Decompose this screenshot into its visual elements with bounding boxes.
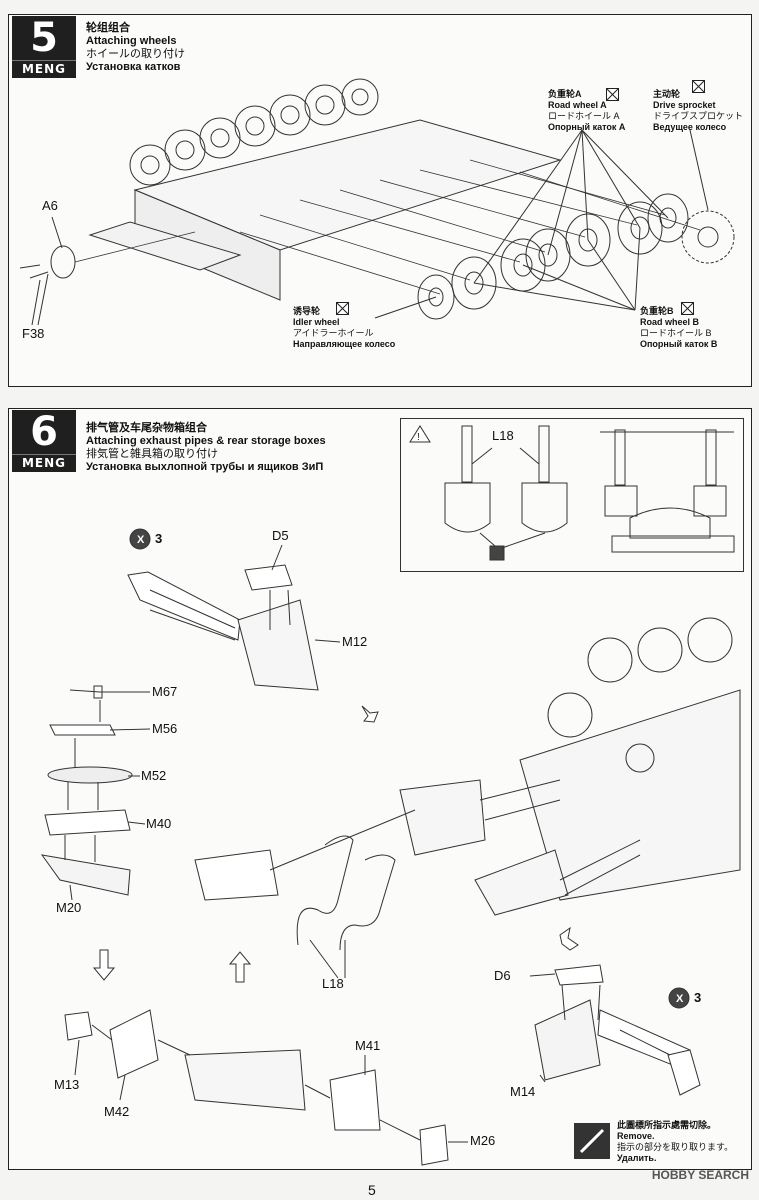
part-label-a6: A6	[42, 198, 58, 213]
step5-titles: 轮组组合 Attaching wheels ホイールの取り付け Установк…	[86, 22, 185, 74]
step6-brand-logo: MENG	[12, 454, 76, 471]
step5-title-jp: ホイールの取り付け	[86, 48, 185, 60]
part-label-m52: M52	[141, 768, 167, 783]
road-b-jp: ロードホイール B	[640, 328, 712, 338]
part-label-m56: M56	[152, 721, 178, 736]
inset-detail-box	[400, 418, 744, 572]
step6-number: 6	[30, 409, 58, 455]
top-wheel-row	[129, 78, 379, 186]
part-label-m26: M26	[470, 1133, 496, 1148]
remove-en: Remove.	[617, 1131, 655, 1141]
part-label-d5: D5	[272, 528, 289, 543]
bottom-wheel-row	[417, 193, 689, 320]
road-a-en: Road wheel A	[548, 100, 607, 110]
drive-ru: Ведущее колесо	[653, 122, 727, 132]
cut-marker-road-b	[681, 302, 694, 315]
callout-road-wheel-a: 负重轮A Road wheel A ロードホイール A Опорный като…	[548, 89, 625, 133]
drive-jp: ドライブスプロケット	[653, 111, 744, 121]
step5-title-cn: 轮组组合	[86, 22, 130, 34]
step6-title-en: Attaching exhaust pipes & rear storage b…	[86, 435, 326, 447]
x3-count-top: 3	[155, 531, 163, 546]
road-a-ru: Опорный каток A	[548, 122, 626, 132]
part-label-m42: M42	[104, 1104, 130, 1119]
step6-title-ru: Установка выхлопной трубы и ящиков ЗиП	[86, 461, 324, 473]
idler-ru: Направляющее колесо	[293, 339, 396, 349]
watermark: HOBBY SEARCH	[651, 1168, 749, 1182]
step5-title-en: Attaching wheels	[86, 35, 177, 47]
idler-jp: アイドラーホイール	[293, 328, 374, 338]
inset-label-l18: L18	[492, 428, 514, 443]
part-label-m13: M13	[54, 1077, 80, 1092]
remove-note-text: 此圖標所指示處需切除。 Remove. 指示の部分を取り取ります。 Удалит…	[617, 1120, 733, 1164]
step5-number: 5	[30, 15, 58, 61]
road-b-ru: Опорный каток B	[640, 339, 718, 349]
road-b-cn: 负重轮B	[640, 306, 674, 316]
idler-en: Idler wheel	[293, 317, 340, 327]
road-a-jp: ロードホイール A	[548, 111, 620, 121]
part-label-m67: M67	[152, 684, 178, 699]
inset-drawing: !	[409, 425, 735, 561]
page-number: 5	[368, 1182, 376, 1198]
step5-title-ru: Установка катков	[86, 61, 181, 73]
svg-text:X: X	[676, 993, 684, 1005]
step6-badge: 6 MENG	[12, 410, 76, 472]
part-label-m12: M12	[342, 634, 368, 649]
step6-title-jp: 排気管と雑具箱の取り付け	[86, 448, 218, 460]
svg-text:!: !	[417, 432, 420, 443]
cut-marker-drive	[692, 80, 705, 93]
remove-jp: 指示の部分を取り取ります。	[617, 1142, 734, 1152]
remove-ru: Удалить.	[617, 1153, 657, 1163]
road-a-cn: 负重轮A	[548, 89, 582, 99]
drive-en: Drive sprocket	[653, 100, 716, 110]
cut-marker-road-a	[606, 88, 619, 101]
callout-idler-wheel: 诱导轮 Idler wheel アイドラーホイール Направляющее к…	[293, 306, 395, 350]
road-b-en: Road wheel B	[640, 317, 700, 327]
callout-road-wheel-b: 负重轮B Road wheel B ロードホイール B Опорный като…	[640, 306, 717, 350]
svg-text:X: X	[137, 534, 145, 546]
part-label-m40: M40	[146, 816, 172, 831]
part-label-m41: M41	[355, 1038, 381, 1053]
part-label-f38: F38	[22, 326, 45, 341]
step5-brand-logo: MENG	[12, 60, 76, 77]
x3-count-bottom: 3	[694, 990, 702, 1005]
part-label-l18: L18	[322, 976, 344, 991]
step6-titles: 排气管及车尾杂物箱组合 Attaching exhaust pipes & re…	[86, 422, 326, 474]
idler-cn: 诱导轮	[293, 306, 321, 316]
remove-cn: 此圖標所指示處需切除。	[617, 1120, 717, 1130]
step5-badge: 5 MENG	[12, 16, 76, 78]
part-label-m20: M20	[56, 900, 82, 915]
part-label-m14: M14	[510, 1084, 536, 1099]
cut-marker-idler	[336, 302, 349, 315]
drive-cn: 主动轮	[653, 89, 681, 99]
step6-title-cn: 排气管及车尾杂物箱组合	[86, 422, 207, 434]
step5-chassis-drawing	[19, 78, 735, 326]
part-label-d6: D6	[494, 968, 511, 983]
cutter-icon	[574, 1123, 610, 1159]
callout-drive-sprocket: 主动轮 Drive sprocket ドライブスプロケット Ведущее ко…	[653, 89, 743, 133]
